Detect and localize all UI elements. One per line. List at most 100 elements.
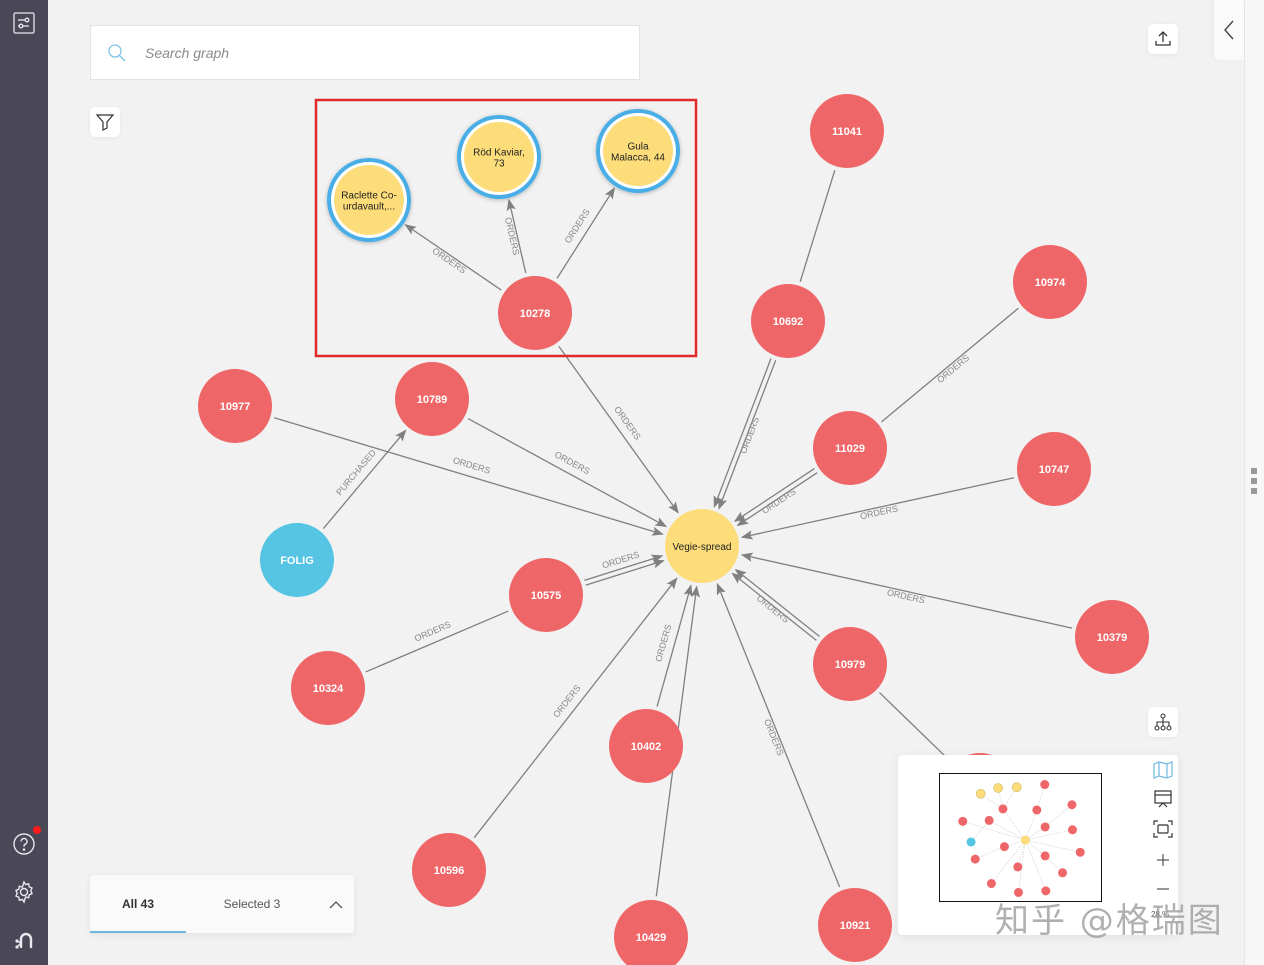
edge-orders[interactable] — [274, 417, 664, 536]
filter-button[interactable] — [90, 107, 120, 137]
expand-tabs-button[interactable] — [326, 895, 346, 915]
sliders-icon[interactable] — [12, 11, 36, 35]
panel-resize-handle[interactable] — [1251, 468, 1257, 494]
edge-orders[interactable] — [558, 345, 679, 514]
node-label: Raclette Co- — [341, 191, 397, 202]
zoom-out-icon — [1157, 888, 1169, 890]
node-label: 10692 — [773, 316, 804, 328]
notification-dot — [33, 826, 41, 834]
node-label: 10979 — [835, 659, 866, 671]
node-order[interactable]: 10921 — [818, 888, 892, 962]
edge-orders[interactable] — [733, 468, 815, 522]
edge-orders[interactable] — [365, 610, 509, 673]
edge-orders[interactable] — [404, 224, 502, 291]
edge-orders[interactable] — [736, 472, 818, 527]
node-product[interactable]: Röd Kaviar,73 — [457, 115, 541, 199]
node-label: 11041 — [832, 126, 862, 138]
presentation-icon — [1154, 790, 1172, 808]
edge-orders[interactable] — [740, 477, 1015, 540]
node-label: Röd Kaviar, — [473, 148, 525, 159]
node-order[interactable]: 10429 — [614, 900, 688, 965]
node-order[interactable]: 10278 — [498, 276, 572, 350]
node-product[interactable]: Vegie-spread — [665, 509, 739, 583]
edge-label: ORDERS — [935, 353, 971, 385]
node-order[interactable]: 10747 — [1017, 432, 1091, 506]
node-label: 10379 — [1097, 632, 1128, 644]
node-label: 10977 — [220, 401, 251, 413]
search-icon — [108, 43, 126, 61]
minimap-toggle-button[interactable] — [1151, 758, 1175, 782]
edge-link[interactable] — [799, 169, 836, 283]
edge-link[interactable] — [878, 692, 952, 762]
edge-orders[interactable] — [731, 572, 817, 641]
zoom-out-button[interactable] — [1151, 877, 1175, 901]
edge-orders[interactable] — [881, 307, 1019, 423]
help-icon[interactable] — [12, 832, 36, 856]
gear-icon[interactable] — [12, 880, 36, 904]
node-order[interactable]: 10379 — [1075, 600, 1149, 674]
export-button[interactable] — [1148, 24, 1178, 54]
tab-selected[interactable]: Selected 3 — [223, 897, 281, 911]
node-product[interactable]: Raclette Co-urdavault,... — [327, 158, 411, 242]
edge-orders[interactable] — [584, 554, 664, 581]
presentation-button[interactable] — [1151, 787, 1175, 811]
minimap-graph — [958, 780, 1085, 897]
edge-orders[interactable] — [716, 582, 841, 888]
node-label: urdavault,... — [343, 202, 395, 213]
edge-label: ORDERS — [551, 683, 583, 720]
collapse-panel-button[interactable] — [1214, 0, 1244, 60]
edge-orders[interactable] — [473, 577, 678, 839]
search-input[interactable] — [145, 44, 605, 61]
node-order[interactable]: 10692 — [751, 284, 825, 358]
edge-orders[interactable] — [734, 568, 820, 637]
sidebar — [0, 0, 48, 965]
node-label: Malacca, 44 — [611, 153, 665, 164]
edge-label: ORDERS — [612, 405, 643, 442]
edge-orders[interactable] — [740, 552, 1073, 629]
fit-screen-button[interactable] — [1151, 817, 1175, 841]
edge-orders[interactable] — [713, 358, 772, 508]
node-label: 10575 — [531, 590, 562, 602]
minimap-viewport[interactable] — [939, 773, 1102, 902]
chevron-up-icon — [329, 901, 343, 909]
node-order[interactable]: 11029 — [813, 411, 887, 485]
edge-orders[interactable] — [506, 198, 527, 274]
node-order[interactable]: 10402 — [609, 709, 683, 783]
minimap-panel: 28 % — [898, 755, 1178, 935]
edge-orders[interactable] — [556, 187, 616, 279]
tab-all[interactable]: All 43 — [90, 875, 186, 933]
edge-orders[interactable] — [467, 418, 668, 527]
edge-purchased[interactable] — [322, 429, 407, 530]
node-order[interactable]: 10979 — [813, 627, 887, 701]
edge-orders[interactable] — [585, 559, 665, 586]
nodes-layer: Vegie-spread Raclette Co-urdavault,... Röd… — [198, 94, 1149, 965]
zoom-in-button[interactable] — [1151, 848, 1175, 872]
hierarchy-icon — [1154, 713, 1172, 731]
node-order[interactable]: 10789 — [395, 362, 469, 436]
layout-button[interactable] — [1148, 707, 1178, 737]
node-customer[interactable]: FOLIG — [260, 523, 334, 597]
logo-icon[interactable] — [12, 927, 36, 951]
edge-orders[interactable] — [656, 584, 693, 707]
filter-icon — [95, 114, 115, 131]
zoom-in-icon — [1157, 854, 1169, 866]
node-label: 10789 — [417, 394, 448, 406]
edge-label: ORDERS — [859, 503, 899, 521]
node-label: 73 — [493, 159, 505, 170]
edge-label: ORDERS — [886, 587, 926, 605]
selection-tabs: All 43 Selected 3 — [90, 875, 354, 933]
node-order[interactable]: 10575 — [509, 558, 583, 632]
edge-orders[interactable] — [718, 359, 777, 510]
node-order[interactable]: 10324 — [291, 651, 365, 725]
zoom-level: 28 % — [1151, 910, 1170, 919]
node-order[interactable]: 10974 — [1013, 245, 1087, 319]
node-order[interactable]: 11041 — [810, 94, 884, 168]
node-label: 10596 — [434, 865, 465, 877]
node-label: Gula — [627, 142, 649, 153]
node-order[interactable]: 10596 — [412, 833, 486, 907]
node-order[interactable]: 10977 — [198, 369, 272, 443]
node-label: 10429 — [636, 932, 667, 944]
search-box[interactable] — [90, 25, 640, 80]
